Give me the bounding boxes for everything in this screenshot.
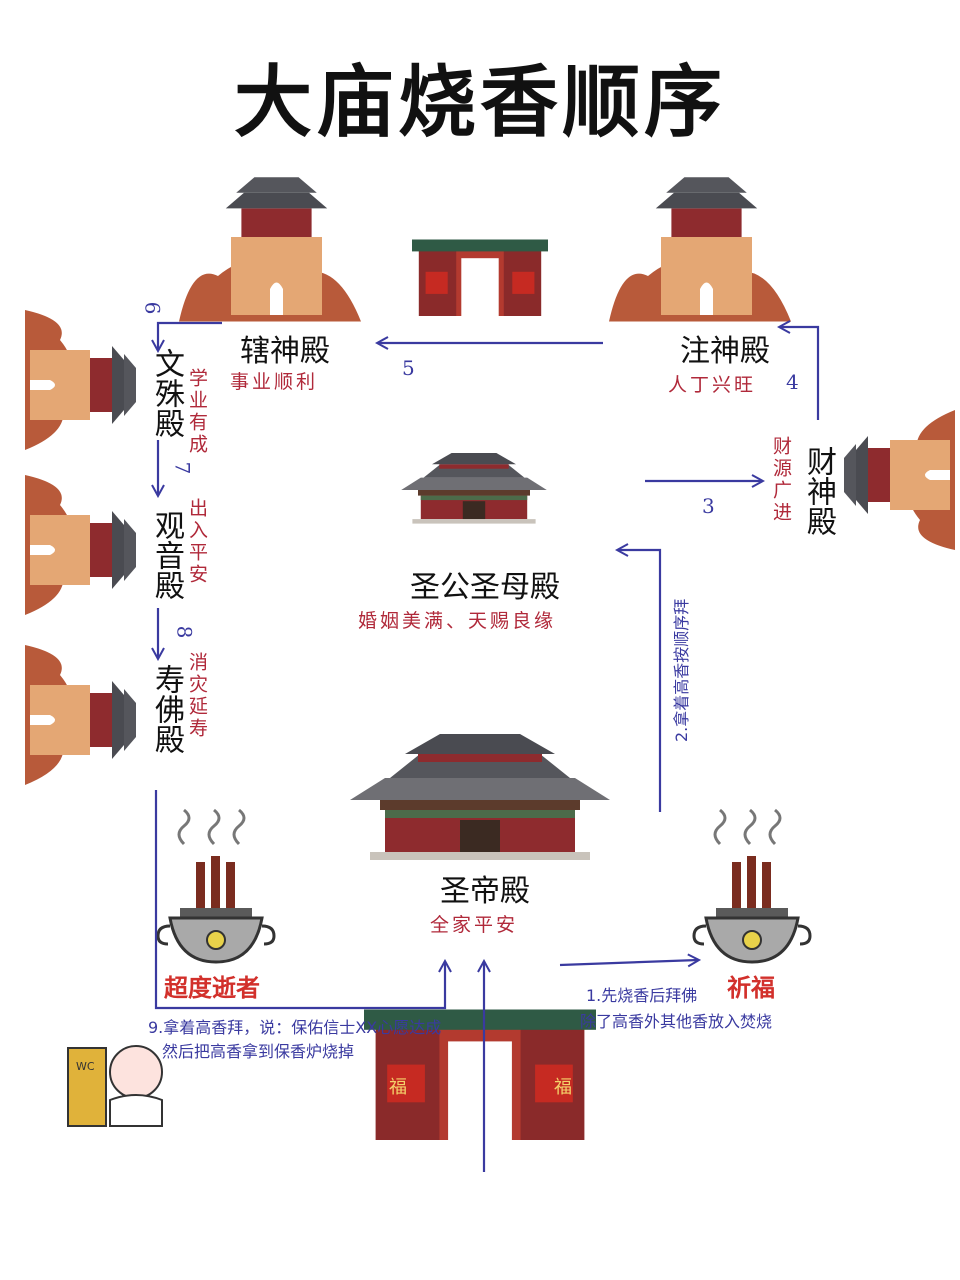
step-5-label: 5 <box>402 356 415 380</box>
wish-guanyin: 出入平安 <box>186 498 208 586</box>
wish-zhushen: 人丁兴旺 <box>668 374 757 396</box>
step-9-line2: 然后把高香拿到保香炉烧掉 <box>162 1042 355 1061</box>
step-7-label: 7 <box>170 461 195 475</box>
wc-icon <box>67 1045 163 1127</box>
tower-left-2-icon <box>25 475 136 615</box>
wish-caishen: 财源广进 <box>770 436 792 524</box>
step-1-line2: 除了高香外其他香放入焚烧 <box>580 1012 773 1031</box>
tower-top-right-icon <box>609 177 791 322</box>
rear-gate-icon <box>412 239 548 316</box>
shenggong-hall-icon <box>401 453 547 524</box>
gate-plaque-right: 福 <box>554 1077 572 1098</box>
flow-arrows <box>154 321 820 1172</box>
burner-left-icon <box>156 808 276 964</box>
arrow-step4 <box>780 327 820 420</box>
wish-shenggong: 婚姻美满、天赐良缘 <box>358 610 557 632</box>
hall-xiashen: 辖神殿 <box>240 334 330 369</box>
hall-shoufo: 寿佛殿 <box>149 664 184 754</box>
wc-sign: WC <box>76 1060 95 1073</box>
page-title: 大庙烧香顺序 <box>233 58 726 148</box>
step-4-label: 4 <box>786 370 799 394</box>
hall-wenshu: 文殊殿 <box>149 348 184 438</box>
wish-wenshu: 学业有成 <box>186 368 208 456</box>
tower-left-3-icon <box>25 645 136 785</box>
hall-shenggong: 圣公圣母殿 <box>410 570 560 605</box>
hall-shengdi: 圣帝殿 <box>440 874 530 909</box>
arrow-step1 <box>559 960 698 965</box>
hall-caishen: 财神殿 <box>801 446 836 536</box>
hall-zhushen: 注神殿 <box>680 334 770 369</box>
wish-shoufo: 消灾延寿 <box>186 652 208 740</box>
tower-top-left-icon <box>179 177 361 322</box>
step-2-note: 2.拿着高香按顺序拜 <box>672 598 691 742</box>
burner-right-label: 祈福 <box>727 974 775 1002</box>
step-8-label: 8 <box>172 625 197 639</box>
wish-xiashen: 事业顺利 <box>230 371 319 393</box>
step-9-line1: 9.拿着高香拜，说：保佑信士XX心愿达成 <box>148 1018 442 1037</box>
shengdi-hall-icon <box>350 734 610 860</box>
step-6-label: 6 <box>140 301 165 315</box>
step-3-label: 3 <box>702 494 715 518</box>
tower-left-1-icon <box>25 310 136 450</box>
burner-left-label: 超度逝者 <box>164 974 260 1002</box>
burner-right-icon <box>692 808 812 964</box>
step-1-line1: 1.先烧香后拜佛 <box>586 986 698 1005</box>
gate-plaque-left: 福 <box>389 1077 407 1098</box>
arrow-step9 <box>154 790 445 1010</box>
wish-shengdi: 全家平安 <box>430 914 519 936</box>
arrow-step2 <box>618 550 662 812</box>
tower-right-icon <box>844 410 955 550</box>
arrow-step6 <box>158 321 222 350</box>
hall-guanyin: 观音殿 <box>149 510 184 600</box>
